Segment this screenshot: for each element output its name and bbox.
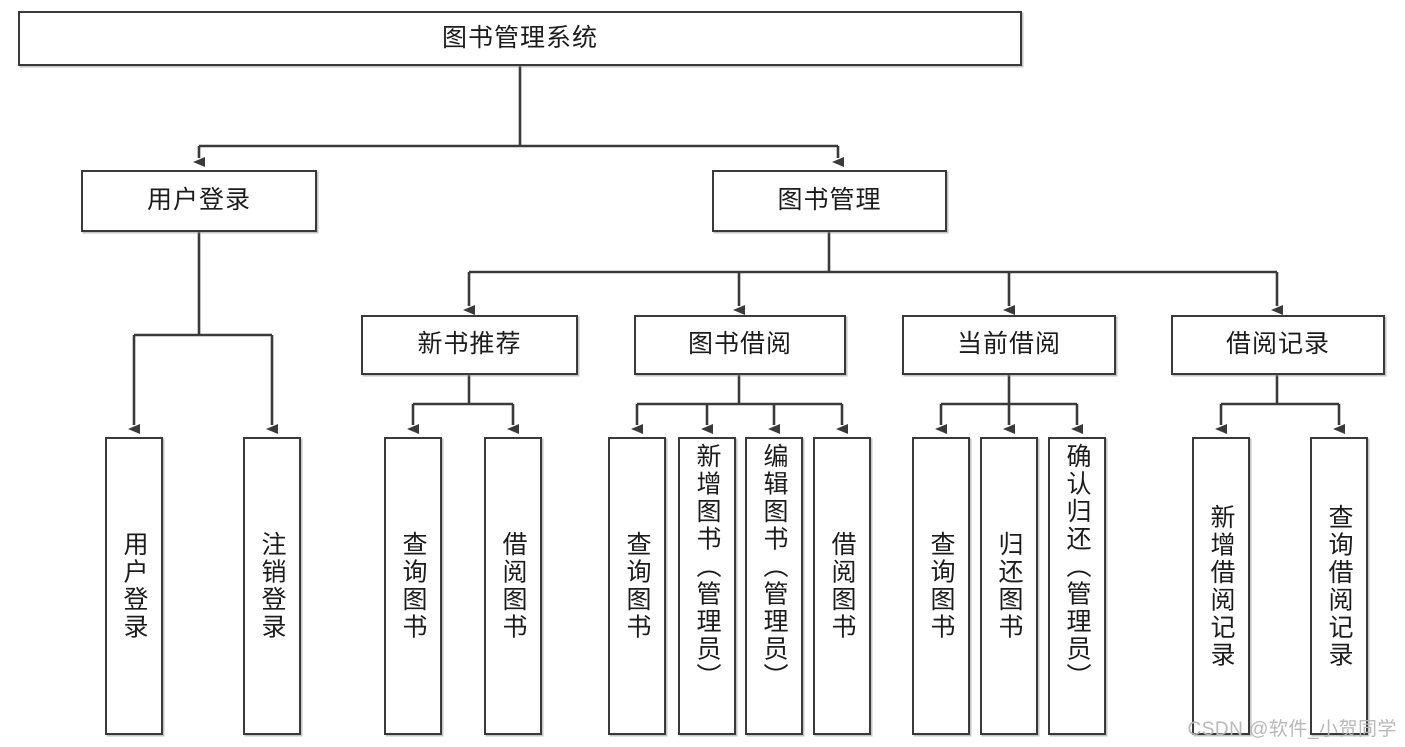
leaf-logout-login[interactable]: 注销登录 (243, 437, 301, 735)
leaf-query-borrow-record[interactable]: 查询借阅记录 (1310, 437, 1368, 735)
node-current-borrow[interactable]: 当前借阅 (902, 315, 1116, 375)
node-book-borrow[interactable]: 图书借阅 (634, 315, 846, 375)
leaf-add-book-admin[interactable]: 新增图书（管理员） (678, 437, 736, 735)
node-label: 图书管理 (777, 186, 882, 215)
node-label: 借阅图书 (828, 531, 856, 641)
node-label: 新增借阅记录 (1207, 503, 1235, 669)
node-label: 查询图书 (399, 531, 427, 641)
node-label: 确认归还（管理员） (1063, 443, 1091, 691)
node-label: 图书管理系统 (441, 23, 598, 52)
node-new-book-recommend[interactable]: 新书推荐 (361, 315, 578, 375)
node-borrow-record[interactable]: 借阅记录 (1171, 315, 1385, 375)
node-book-manage[interactable]: 图书管理 (712, 170, 947, 232)
csdn-watermark: CSDN @软件_小贺同学 (1187, 719, 1397, 740)
leaf-return-book[interactable]: 归还图书 (980, 437, 1038, 735)
leaf-add-borrow-record[interactable]: 新增借阅记录 (1192, 437, 1250, 735)
node-user-login[interactable]: 用户登录 (81, 170, 317, 232)
leaf-query-book-recommend[interactable]: 查询图书 (384, 437, 442, 735)
node-label: 借阅图书 (499, 531, 527, 641)
leaf-borrow-book[interactable]: 借阅图书 (813, 437, 871, 735)
leaf-edit-book-admin[interactable]: 编辑图书（管理员） (745, 437, 803, 735)
node-label: 查询图书 (927, 531, 955, 641)
node-label: 查询图书 (623, 531, 651, 641)
node-label: 借阅记录 (1225, 330, 1330, 359)
leaf-borrow-book-recommend[interactable]: 借阅图书 (484, 437, 542, 735)
node-label: 查询借阅记录 (1325, 503, 1353, 669)
leaf-user-login[interactable]: 用户登录 (105, 437, 163, 735)
node-label: 注销登录 (258, 531, 286, 641)
leaf-query-book-current[interactable]: 查询图书 (912, 437, 970, 735)
node-label: 用户登录 (146, 186, 251, 215)
node-label: 编辑图书（管理员） (760, 443, 788, 691)
node-label: 新增图书（管理员） (693, 443, 721, 691)
leaf-query-book-borrow[interactable]: 查询图书 (608, 437, 666, 735)
node-label: 当前借阅 (956, 330, 1061, 359)
node-label: 归还图书 (995, 531, 1023, 641)
node-label: 图书借阅 (687, 330, 792, 359)
leaf-confirm-return-admin[interactable]: 确认归还（管理员） (1048, 437, 1106, 735)
node-root-system[interactable]: 图书管理系统 (18, 11, 1022, 66)
node-label: 用户登录 (120, 531, 148, 641)
node-label: 新书推荐 (417, 330, 522, 359)
